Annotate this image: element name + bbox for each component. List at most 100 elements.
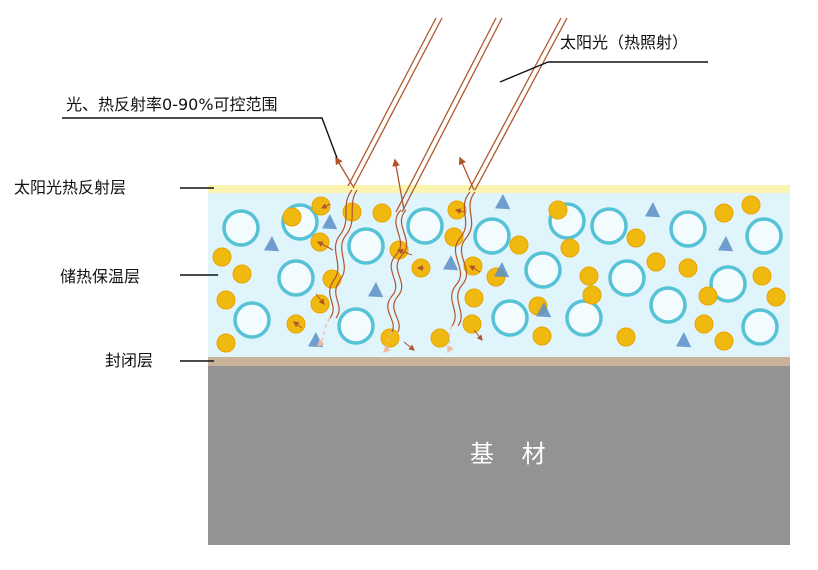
particle — [509, 235, 529, 255]
particle — [464, 288, 484, 308]
microsphere — [337, 307, 375, 345]
faint-ray — [382, 331, 393, 354]
particle — [310, 232, 330, 252]
ray-line — [474, 17, 568, 191]
leader-sunlight-diag — [499, 61, 549, 83]
particle — [560, 238, 580, 258]
triangle-filler — [495, 194, 511, 210]
label-seal-layer: 封闭层 — [105, 351, 153, 370]
particle — [444, 227, 464, 247]
faint-ray — [316, 317, 331, 348]
particle — [766, 287, 786, 307]
leader-reflect-range — [62, 117, 338, 159]
particle — [698, 286, 718, 306]
particle — [548, 200, 568, 220]
microsphere — [491, 299, 529, 337]
scatter-arrow — [315, 293, 325, 305]
particle — [322, 269, 342, 289]
particle — [372, 203, 392, 223]
particle — [579, 266, 599, 286]
microsphere — [473, 217, 511, 255]
particle-scatter-arrows — [293, 203, 483, 351]
microsphere — [669, 210, 707, 248]
label-leader-lines — [62, 61, 708, 362]
wavy-ray — [451, 191, 471, 327]
particle — [752, 266, 772, 286]
hollow-microspheres — [222, 202, 783, 346]
scatter-arrow — [468, 265, 481, 273]
particle — [694, 314, 714, 334]
particle — [216, 290, 236, 310]
label-reflect-range: 光、热反射率0-90%可控范围 — [66, 95, 278, 114]
reflected-arrow — [458, 156, 475, 191]
particle — [311, 196, 331, 216]
scatter-arrow — [403, 341, 415, 351]
scatter-arrow — [316, 241, 334, 251]
triangle-filler — [443, 255, 459, 271]
particle — [582, 285, 602, 305]
scatter-arrow — [473, 329, 483, 341]
triangle-filler — [494, 262, 510, 278]
particle — [741, 195, 761, 215]
wavy-ray — [393, 209, 408, 333]
particle — [626, 228, 646, 248]
label-substrate: 基 材 — [470, 440, 556, 468]
microsphere — [222, 209, 260, 247]
wavy-ray — [335, 189, 358, 319]
label-reflective-layer: 太阳光热反射层 — [14, 178, 126, 197]
reflected-arrow — [392, 158, 405, 211]
triangle-filler — [676, 332, 692, 348]
ray-line — [347, 17, 437, 187]
microsphere — [233, 301, 271, 339]
particle — [310, 294, 330, 314]
particle — [216, 333, 236, 353]
scatter-arrow — [454, 208, 465, 215]
reflective-layer — [208, 185, 790, 193]
triangle-filler — [645, 202, 661, 218]
ray-line — [395, 17, 497, 213]
microsphere — [608, 259, 646, 297]
wavy-ray — [329, 189, 353, 319]
substrate-layer — [208, 366, 790, 545]
microsphere — [741, 308, 779, 346]
microsphere — [277, 259, 315, 297]
particle — [616, 327, 636, 347]
microsphere — [745, 217, 783, 255]
triangle-filler — [322, 214, 338, 230]
triangle-filler — [536, 302, 552, 318]
microsphere — [649, 286, 687, 324]
reflected-arrows — [335, 156, 475, 211]
particle — [714, 203, 734, 223]
triangle-filler — [368, 282, 384, 298]
triangle-filler — [264, 236, 280, 252]
label-sunlight: 太阳光（热照射） — [560, 33, 688, 52]
triangle-filler — [718, 236, 734, 252]
particle — [532, 326, 552, 346]
scatter-arrow — [396, 248, 413, 256]
microsphere — [709, 265, 747, 303]
label-insulation-layer: 储热保温层 — [60, 267, 140, 286]
seal-layer — [208, 357, 790, 366]
particle — [430, 328, 450, 348]
particle — [212, 247, 232, 267]
particle — [678, 258, 698, 278]
wavy-ray — [457, 191, 476, 327]
particle — [380, 328, 400, 348]
microsphere — [565, 299, 603, 337]
particle — [646, 252, 666, 272]
scatter-arrow — [293, 321, 303, 329]
ray-line — [468, 17, 562, 191]
ray-line — [353, 17, 443, 187]
particle — [714, 331, 734, 351]
microsphere — [524, 251, 562, 289]
microsphere — [406, 207, 444, 245]
particle — [232, 264, 252, 284]
penetrating-rays — [316, 189, 476, 354]
microsphere — [347, 227, 385, 265]
wavy-ray — [387, 209, 402, 333]
faint-ray — [447, 325, 454, 354]
scatter-arrow — [320, 203, 331, 209]
particle — [282, 207, 302, 227]
particle — [462, 314, 482, 334]
